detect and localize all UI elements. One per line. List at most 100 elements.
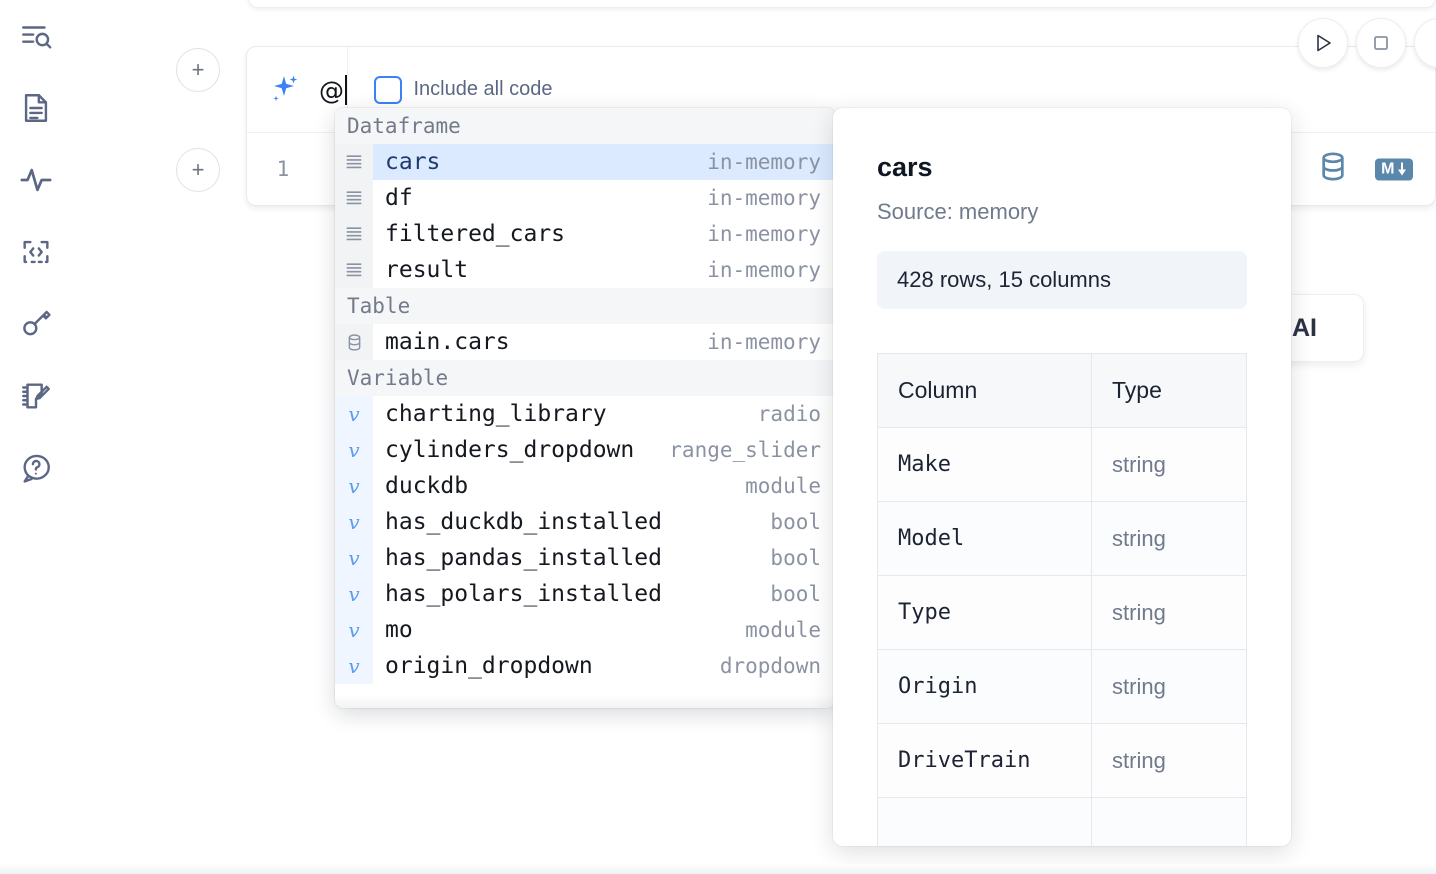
sparkles-icon: [263, 71, 303, 109]
variable-icon: v: [335, 468, 373, 504]
autocomplete-item-type: in-memory: [707, 330, 821, 354]
previous-cell-edge: [248, 0, 1436, 8]
schema-cell-column: Make: [876, 427, 1093, 502]
schema-cell-type: [1091, 797, 1247, 846]
autocomplete-item-type: bool: [770, 510, 821, 534]
schema-cell-type: string: [1091, 575, 1247, 650]
schema-cell-column: [876, 797, 1093, 846]
run-button[interactable]: [1298, 18, 1348, 68]
left-icon-rail: [0, 0, 72, 874]
file-icon[interactable]: [14, 86, 58, 130]
line-number: 1: [276, 157, 290, 181]
autocomplete-item-name: main.cars: [385, 329, 510, 355]
ai-prompt-value: @: [319, 75, 345, 105]
page-bottom-divider: [0, 864, 1436, 874]
cell-run-controls: [1298, 18, 1436, 68]
schema-cell-column: Origin: [876, 649, 1093, 724]
autocomplete-item-name: has_pandas_installed: [385, 545, 662, 571]
database-icon[interactable]: [1317, 151, 1349, 188]
more-actions-button[interactable]: [1414, 18, 1436, 68]
markdown-icon[interactable]: M: [1375, 158, 1413, 180]
text-cursor: [344, 74, 347, 105]
variable-icon: v: [335, 576, 373, 612]
autocomplete-item[interactable]: v has_pandas_installed bool: [335, 540, 835, 576]
variable-icon: v: [335, 504, 373, 540]
key-icon[interactable]: [14, 302, 58, 346]
dataframe-icon: [335, 216, 373, 252]
info-panel-title: cars: [877, 152, 933, 182]
stop-button[interactable]: [1356, 18, 1406, 68]
autocomplete-item-name: cars: [385, 149, 441, 175]
activity-icon[interactable]: [14, 158, 58, 202]
autocomplete-item-body: has_pandas_installed bool: [373, 540, 835, 576]
notebook-edit-icon[interactable]: [14, 374, 58, 418]
variable-icon: v: [335, 396, 373, 432]
autocomplete-item[interactable]: v has_duckdb_installed bool: [335, 504, 835, 540]
cell-type-icons: M: [1317, 151, 1413, 188]
autocomplete-item-type: in-memory: [707, 222, 821, 246]
schema-cell-type: string: [1091, 501, 1247, 576]
code-brackets-icon[interactable]: [14, 230, 58, 274]
dataframe-icon: [335, 144, 373, 180]
schema-cell-column: DriveTrain: [876, 723, 1093, 798]
schema-table-header-row: Column Type: [876, 353, 1247, 428]
help-chat-icon[interactable]: [14, 446, 58, 490]
variable-icon: v: [335, 540, 373, 576]
autocomplete-item[interactable]: df in-memory: [335, 180, 835, 216]
add-cell-below-button[interactable]: +: [176, 148, 220, 192]
database-icon: [335, 324, 373, 360]
autocomplete-item-name: origin_dropdown: [385, 653, 593, 679]
autocomplete-group-header: Table: [335, 288, 835, 324]
autocomplete-item-type: dropdown: [719, 654, 821, 678]
autocomplete-item-name: has_duckdb_installed: [385, 509, 662, 535]
include-all-code-group: Include all code: [346, 46, 613, 133]
explore-icon[interactable]: [14, 14, 58, 58]
autocomplete-item-type: in-memory: [707, 258, 821, 282]
dataframe-icon: [335, 180, 373, 216]
add-cell-above-button[interactable]: +: [176, 48, 220, 92]
autocomplete-item-body: result in-memory: [373, 252, 835, 288]
ai-prompt-input[interactable]: @: [303, 74, 347, 105]
include-all-code-checkbox[interactable]: [373, 75, 402, 104]
autocomplete-item-name: result: [385, 257, 469, 283]
variable-icon: v: [335, 612, 373, 648]
info-panel-shape: 428 rows, 15 columns: [877, 251, 1247, 309]
autocomplete-item-type: range_slider: [669, 438, 821, 462]
autocomplete-item-type: in-memory: [707, 186, 821, 210]
autocomplete-item-type: bool: [770, 546, 821, 570]
variable-icon: v: [335, 432, 373, 468]
autocomplete-item[interactable]: main.cars in-memory: [335, 324, 835, 360]
add-cell-below-label: +: [191, 157, 205, 182]
autocomplete-item-name: charting_library: [385, 401, 607, 427]
autocomplete-group-header: Dataframe: [335, 108, 835, 144]
markdown-icon-letter: M: [1381, 160, 1394, 177]
autocomplete-item-name: df: [385, 185, 413, 211]
autocomplete-item-name: has_polars_installed: [385, 581, 662, 607]
autocomplete-item[interactable]: result in-memory: [335, 252, 835, 288]
dataframe-icon: [335, 252, 373, 288]
code-editor-row[interactable]: 1 M: [247, 133, 1435, 205]
autocomplete-item-body: origin_dropdown dropdown: [373, 648, 835, 684]
autocomplete-item-body: main.cars in-memory: [373, 324, 835, 360]
schema-cell-type: string: [1091, 723, 1247, 798]
